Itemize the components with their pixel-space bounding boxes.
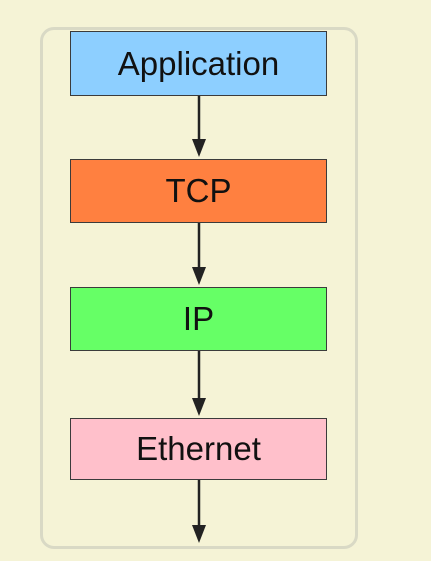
- layer-label-ethernet: Ethernet: [136, 430, 261, 467]
- arrow-application-to-tcp: [192, 96, 206, 157]
- arrow-tcp-to-ip-head: [192, 267, 206, 285]
- layer-box-ethernet: Ethernet: [70, 418, 327, 480]
- arrow-ip-to-ethernet-head: [192, 398, 206, 416]
- arrow-ethernet-out-head: [192, 525, 206, 543]
- layer-box-tcp: TCP: [70, 159, 327, 223]
- layer-box-ip: IP: [70, 287, 327, 351]
- arrow-tcp-to-ip: [192, 223, 206, 285]
- layer-label-ip: IP: [182, 300, 215, 337]
- arrow-ip-to-ethernet: [192, 351, 206, 416]
- arrow-ethernet-out: [192, 480, 206, 543]
- diagram-frame: [40, 27, 358, 549]
- arrow-application-to-tcp-head: [192, 139, 206, 157]
- layer-label-tcp: TCP: [165, 172, 232, 209]
- page-edge-strip: [431, 0, 447, 561]
- layer-label-application: Application: [117, 44, 280, 82]
- layer-box-application: Application: [70, 31, 327, 96]
